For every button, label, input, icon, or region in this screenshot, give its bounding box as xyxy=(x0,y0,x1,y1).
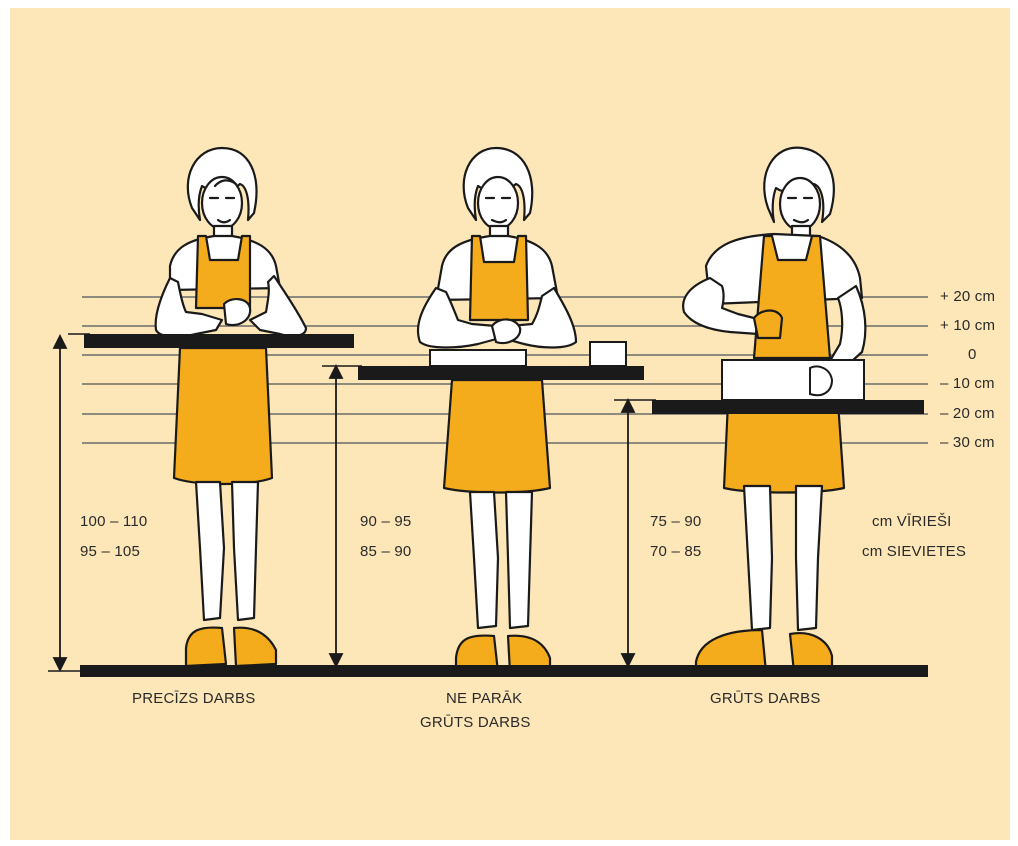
women-range-medium: 85 – 90 xyxy=(360,543,411,560)
legend-men: cm VĪRIEŠI xyxy=(872,513,952,530)
caption-medium-line2: GRŪTS DARBS xyxy=(420,714,531,731)
men-range-precision: 100 – 110 xyxy=(80,513,147,530)
workbench-top-medium xyxy=(358,366,644,380)
workpiece-large-heavy xyxy=(722,360,864,400)
height-arrow-precision xyxy=(54,336,66,670)
level-label-minus30: – 30 cm xyxy=(940,434,995,451)
workbench-top-precision xyxy=(84,334,354,348)
diagram-canvas: + 20 cm + 10 cm 0 – 10 cm – 20 cm – 30 c… xyxy=(10,8,1010,840)
women-range-heavy: 70 – 85 xyxy=(650,543,701,560)
men-range-medium: 90 – 95 xyxy=(360,513,411,530)
men-range-heavy: 75 – 90 xyxy=(650,513,701,530)
worker-figure-precision xyxy=(156,148,306,666)
women-range-precision: 95 – 105 xyxy=(80,543,140,560)
level-label-minus10: – 10 cm xyxy=(940,375,995,392)
caption-precision: PRECĪZS DARBS xyxy=(132,690,255,707)
floor-line xyxy=(80,665,928,677)
workbench-top-heavy xyxy=(652,400,924,414)
level-label-plus10: + 10 cm xyxy=(940,317,995,334)
level-label-zero: 0 xyxy=(968,346,977,363)
legend-women: cm SIEVIETES xyxy=(862,543,966,560)
small-box-medium xyxy=(590,342,626,366)
level-label-minus20: – 20 cm xyxy=(940,405,995,422)
height-arrow-medium xyxy=(330,366,342,666)
workpiece-block-medium xyxy=(430,350,526,366)
caption-heavy: GRŪTS DARBS xyxy=(710,690,821,707)
caption-medium-line1: NE PARĀK xyxy=(446,690,522,707)
worker-figure-medium xyxy=(418,148,576,672)
height-arrow-heavy xyxy=(622,400,634,666)
level-label-plus20: + 20 cm xyxy=(940,288,995,305)
